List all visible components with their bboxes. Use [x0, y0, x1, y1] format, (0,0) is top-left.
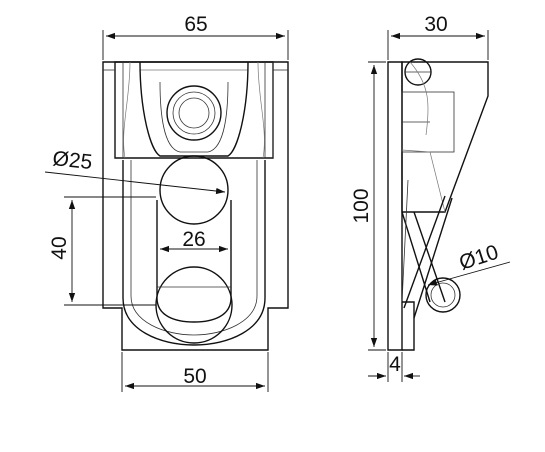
dimension-30	[387, 30, 489, 60]
dim-label-30: 30	[424, 13, 447, 36]
side-clamp-body	[401, 61, 489, 213]
dim-label-diameter-10: Ø10	[456, 241, 501, 275]
dim-label-65: 65	[184, 13, 207, 36]
dimension-diameter-10	[427, 261, 511, 286]
front-body-outline	[102, 61, 289, 351]
front-screw-outer	[166, 85, 222, 141]
dim-label-26: 26	[182, 228, 205, 251]
front-clamp-block	[114, 61, 274, 159]
dimension-65	[102, 30, 289, 60]
dim-label-50: 50	[183, 365, 206, 388]
dimension-4	[368, 352, 420, 382]
dim-label-4: 4	[389, 353, 401, 376]
dim-label-40: 40	[48, 236, 71, 259]
dim-label-diameter-25: Ø25	[51, 147, 93, 174]
side-back-plate	[387, 61, 403, 351]
dimension-100	[368, 61, 386, 351]
front-bore-circle	[159, 155, 229, 225]
front-view	[102, 61, 289, 351]
dimension-diameter-25	[44, 171, 226, 195]
front-lower-bore	[155, 266, 233, 344]
front-clamp-head	[139, 61, 249, 157]
dimension-40	[64, 196, 156, 306]
front-slot	[156, 200, 232, 323]
dimension-50	[121, 352, 269, 392]
side-pin-circle	[425, 277, 461, 313]
dim-label-100: 100	[350, 188, 373, 223]
side-view	[387, 58, 489, 351]
front-slot-frame	[122, 160, 266, 346]
